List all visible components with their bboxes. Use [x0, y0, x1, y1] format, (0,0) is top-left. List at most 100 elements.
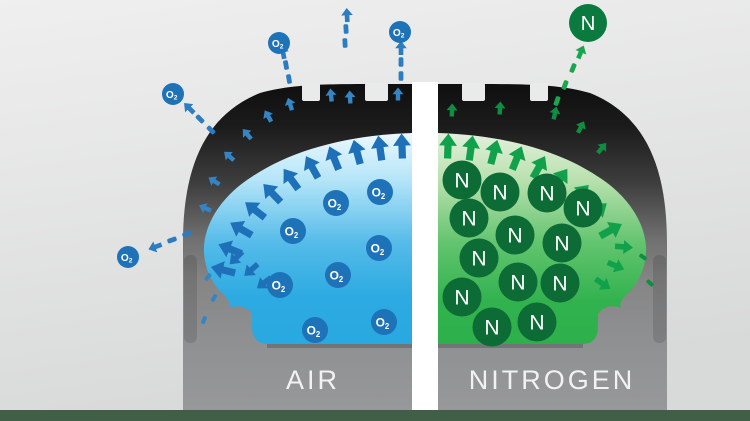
air-molecule-circle — [366, 235, 392, 261]
air-outflow-arrow — [371, 135, 389, 161]
air-molecule-escaped-symbol: O2 — [121, 253, 133, 265]
nitrogen-molecule-circle — [498, 262, 538, 302]
nitrogen-molecule-escaped-symbol: N — [581, 12, 596, 35]
nitrogen-molecule-symbol: N — [575, 197, 590, 220]
nitrogen-molecule-symbol: N — [529, 311, 544, 334]
air-molecule: O2 — [267, 272, 293, 298]
air-outflow-arrow — [263, 184, 284, 205]
nitrogen-molecule-escaped-circle — [569, 4, 607, 42]
tread-groove — [462, 83, 485, 101]
nitrogen-molecule-symbol: N — [454, 286, 469, 309]
nitrogen-outflow-arrow — [485, 139, 503, 166]
nitrogen-leak-dash — [639, 253, 647, 261]
nitrogen-molecule-symbol: N — [539, 182, 554, 205]
nitrogen-molecule-symbol: N — [507, 224, 522, 247]
nitrogen-molecule-escaped: N — [569, 4, 607, 42]
air-molecule: O2 — [325, 262, 351, 288]
air-tread-arrow — [224, 151, 236, 162]
nitrogen-molecule-symbol: N — [471, 247, 486, 270]
air-molecule-circle — [280, 218, 306, 244]
air-molecule: O2 — [366, 235, 392, 261]
nitrogen-tread-arrow — [596, 143, 607, 155]
air-escape-dash — [195, 114, 205, 124]
air-molecule-circle — [325, 262, 351, 288]
air-molecule-escaped-circle — [117, 246, 139, 268]
nitrogen-molecule: N — [449, 198, 489, 238]
nitrogen-molecule: N — [517, 302, 557, 342]
air-molecule-escaped-circle — [162, 83, 184, 105]
air-molecule: O2 — [367, 179, 393, 205]
nitrogen-tread-arrow — [446, 103, 458, 117]
footer-bar — [0, 410, 750, 421]
air-tread-arrow — [199, 203, 212, 214]
air-tread-arrow — [284, 97, 296, 111]
air-tread-arrow — [242, 129, 253, 141]
air-escape-arrowhead — [148, 241, 163, 253]
nitrogen-molecule-symbol: N — [492, 181, 507, 204]
nitrogen-molecule-circle — [442, 160, 482, 200]
nitrogen-molecule-symbol: N — [510, 271, 525, 294]
air-outflow-arrow — [325, 146, 343, 171]
nitrogen-escape-arrowhead — [575, 45, 587, 60]
air-tread-arrow — [208, 176, 221, 187]
nitrogen-label: NITROGEN — [469, 365, 636, 395]
air-escape-dash — [206, 125, 216, 135]
nitrogen-escape-dash — [553, 96, 561, 106]
nitrogen-tread-arrow — [549, 106, 561, 120]
air-bead-arrow — [244, 261, 260, 276]
nitrogen-molecule-circle — [527, 173, 567, 213]
air-tread-arrow — [263, 110, 274, 123]
air-escape-arrowhead — [184, 103, 196, 115]
air-leak-dash — [201, 315, 207, 325]
air-outflow-arrow — [283, 168, 302, 192]
air-molecule-circle — [367, 179, 393, 205]
air-molecule-escaped: O2 — [268, 32, 290, 54]
nitrogen-molecule: N — [498, 262, 538, 302]
nitrogen-leak-dash — [646, 279, 654, 287]
nitrogen-escape-dash — [569, 63, 577, 73]
air-escape-dash — [342, 38, 348, 48]
air-escape-dash — [286, 74, 292, 84]
nitrogen-tread-arrow — [494, 101, 506, 115]
chamber-bottom-shadow — [438, 344, 583, 348]
air-escape-dash — [167, 236, 177, 244]
air-molecule-escaped-symbol: O2 — [166, 90, 178, 102]
nitrogen-bead-arrow — [606, 259, 625, 273]
air-escape-dash — [398, 57, 404, 67]
nitrogen-molecule-circle — [472, 307, 512, 347]
air-outflow-arrow — [245, 202, 268, 221]
nitrogen-molecule: N — [442, 160, 482, 200]
air-molecule-escaped-circle — [389, 21, 411, 43]
nitrogen-tread-arrow — [576, 121, 586, 134]
nitrogen-molecule-circle — [542, 223, 582, 263]
nitrogen-outflow-arrow — [508, 146, 526, 171]
nitrogen-escape-dash — [561, 80, 569, 90]
nitrogen-outflow-arrow — [529, 156, 548, 180]
nitrogen-molecule: N — [527, 173, 567, 213]
divider-gap — [412, 82, 438, 411]
air-tread-arrow — [325, 88, 337, 102]
nitrogen-bead-arrow — [614, 239, 633, 254]
air-escape-dash — [398, 71, 404, 81]
air-molecule: O2 — [323, 190, 349, 216]
air-molecule-escaped: O2 — [389, 21, 411, 43]
nitrogen-molecule-circle — [480, 172, 520, 212]
air-bead-arrow — [229, 249, 245, 265]
nitrogen-molecule-circle — [459, 238, 499, 278]
air-escape-arrowhead — [395, 41, 407, 55]
nitrogen-molecule: N — [472, 307, 512, 347]
nitrogen-molecule-circle — [517, 302, 557, 342]
nitrogen-molecule-symbol: N — [554, 232, 569, 255]
air-outflow-arrow — [218, 240, 243, 258]
nitrogen-molecule: N — [563, 188, 603, 228]
air-molecule-circle — [323, 190, 349, 216]
nitrogen-molecule-symbol: N — [552, 272, 567, 295]
tread-groove — [365, 83, 388, 101]
nitrogen-molecule: N — [540, 263, 580, 303]
air-molecule-circle — [302, 317, 328, 343]
air-molecule-escaped: O2 — [162, 83, 184, 105]
air-leak-dash — [210, 294, 218, 302]
